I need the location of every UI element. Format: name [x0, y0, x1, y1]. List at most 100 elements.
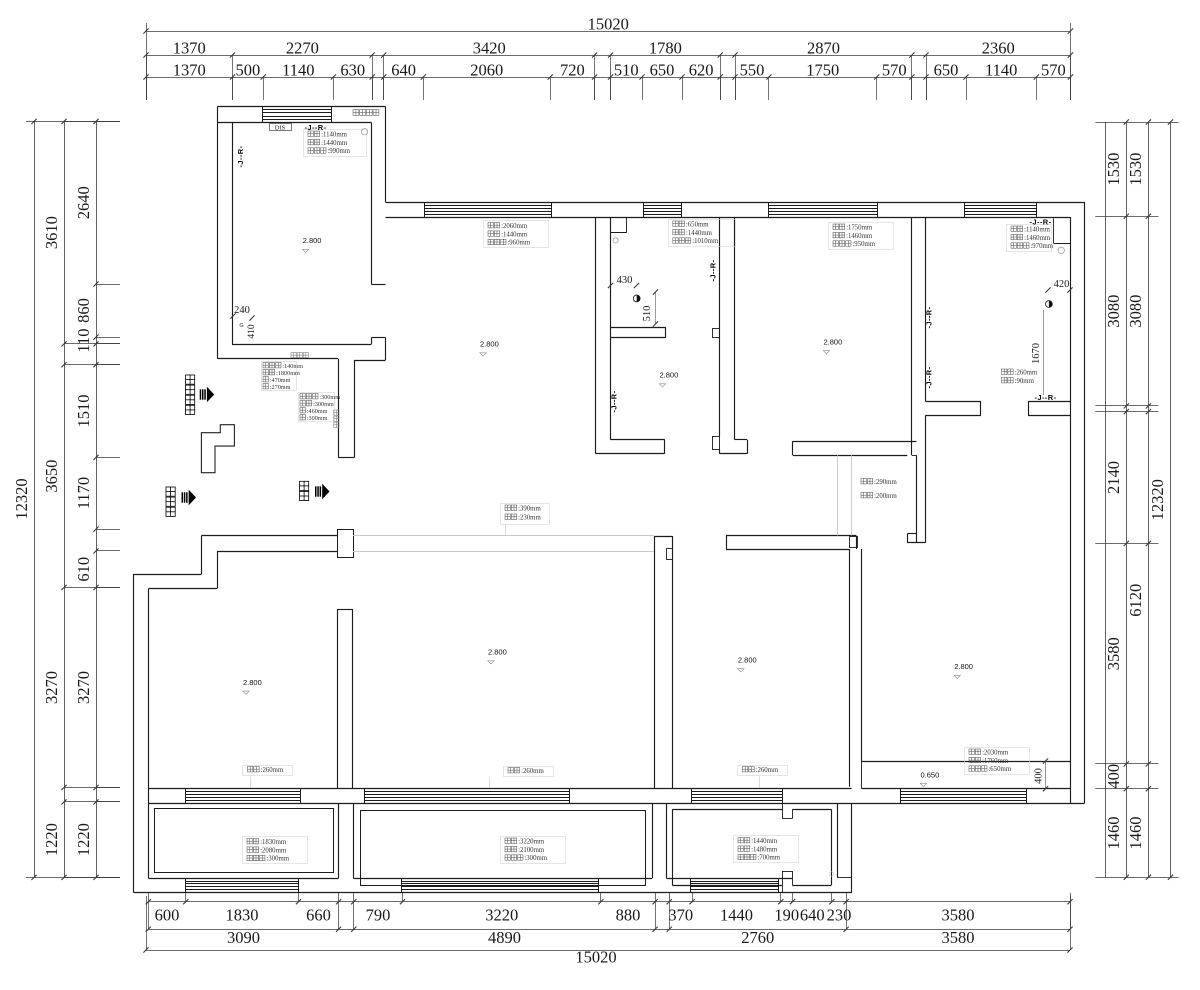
svg-text:2360: 2360	[982, 39, 1015, 58]
svg-text:3580: 3580	[942, 928, 975, 947]
svg-text::260mm: :260mm	[261, 767, 284, 774]
svg-text::650mm: :650mm	[988, 766, 1011, 773]
svg-text::960mm: :960mm	[507, 240, 530, 247]
svg-text::200mm: :200mm	[874, 493, 897, 500]
svg-text:3270: 3270	[74, 671, 93, 704]
svg-text:510: 510	[642, 306, 653, 322]
svg-text:630: 630	[340, 61, 365, 80]
svg-text:2760: 2760	[741, 928, 774, 947]
svg-text:430: 430	[617, 275, 633, 286]
svg-text::2080mm: :2080mm	[260, 847, 287, 854]
svg-text::2030mm: :2030mm	[982, 749, 1009, 756]
svg-text:2640: 2640	[74, 186, 93, 219]
svg-text::300mm: :300mm	[313, 401, 334, 408]
svg-text:370: 370	[668, 906, 693, 925]
svg-text:230: 230	[827, 906, 852, 925]
svg-text:1220: 1220	[74, 823, 93, 856]
svg-text:570: 570	[882, 61, 907, 80]
svg-text:2.800: 2.800	[480, 340, 499, 349]
svg-text:610: 610	[74, 557, 93, 582]
svg-text:510: 510	[614, 61, 639, 80]
svg-text:15020: 15020	[588, 15, 629, 34]
svg-text:-J--R-: -J--R-	[925, 366, 934, 388]
svg-text:620: 620	[689, 61, 714, 80]
svg-text:4890: 4890	[488, 928, 521, 947]
svg-text::260mm: :260mm	[1015, 369, 1038, 376]
svg-text:3080: 3080	[1126, 295, 1145, 328]
svg-text:0.650: 0.650	[921, 770, 940, 779]
svg-text:1140: 1140	[282, 61, 314, 80]
svg-text::140mm: :140mm	[282, 363, 303, 370]
svg-text:2.800: 2.800	[738, 655, 757, 664]
svg-text:860: 860	[74, 298, 93, 323]
svg-text:3270: 3270	[42, 671, 61, 704]
svg-text:1530: 1530	[1104, 153, 1123, 186]
svg-text:3090: 3090	[227, 928, 260, 947]
svg-text::700mm: :700mm	[757, 855, 780, 862]
svg-text:1460: 1460	[1126, 817, 1145, 850]
svg-text:G: G	[239, 323, 243, 329]
svg-text:410: 410	[247, 324, 257, 339]
svg-text::2060mm: :2060mm	[501, 223, 528, 230]
svg-text:6120: 6120	[1126, 584, 1145, 617]
svg-text:1670: 1670	[1031, 343, 1042, 364]
svg-text::230mm: :230mm	[518, 514, 541, 521]
svg-text:1220: 1220	[42, 823, 61, 856]
svg-text::1800mm: :1800mm	[276, 370, 300, 377]
svg-text::1440mm: :1440mm	[321, 140, 348, 147]
svg-text::90mm: :90mm	[1015, 378, 1035, 385]
svg-text:2270: 2270	[286, 39, 319, 58]
svg-text::990mm: :990mm	[327, 148, 350, 155]
svg-text:15020: 15020	[575, 948, 616, 967]
svg-text:-J--R-: -J--R-	[1030, 218, 1052, 227]
svg-text:2870: 2870	[807, 39, 840, 58]
svg-text:2140: 2140	[1104, 461, 1123, 494]
svg-text::300mm: :300mm	[307, 415, 328, 422]
svg-text::1460mm: :1460mm	[846, 233, 873, 240]
svg-text::1140mm: :1140mm	[321, 131, 348, 138]
svg-text::1750mm: :1750mm	[846, 224, 873, 231]
svg-text:1370: 1370	[173, 61, 206, 80]
svg-text:2.800: 2.800	[243, 678, 262, 687]
svg-text:650: 650	[934, 61, 959, 80]
svg-text:240: 240	[234, 305, 250, 316]
svg-text:2.800: 2.800	[660, 371, 679, 380]
svg-text::2100mm: :2100mm	[518, 847, 545, 854]
svg-text:2.800: 2.800	[488, 648, 507, 657]
svg-text:-J--R-: -J--R-	[1035, 393, 1057, 402]
svg-text:3610: 3610	[42, 216, 61, 249]
svg-text:1140: 1140	[985, 61, 1017, 80]
svg-text:-J--R-: -J--R-	[925, 306, 934, 328]
svg-text::1140mm: :1140mm	[1024, 226, 1051, 233]
svg-text:570: 570	[1041, 61, 1066, 80]
svg-text::1460mm: :1460mm	[1024, 235, 1051, 242]
svg-text:400: 400	[1104, 764, 1123, 789]
svg-text::460mm: :460mm	[307, 408, 328, 415]
svg-text:3580: 3580	[942, 906, 975, 925]
svg-text:600: 600	[155, 906, 180, 925]
svg-text::950mm: :950mm	[852, 241, 875, 248]
svg-text:-J--R-: -J--R-	[709, 259, 718, 281]
svg-text::390mm: :390mm	[518, 505, 541, 512]
svg-text::1010mm: :1010mm	[692, 238, 719, 245]
svg-text:720: 720	[560, 61, 585, 80]
svg-text:550: 550	[740, 61, 765, 80]
svg-text::260mm: :260mm	[756, 767, 779, 774]
svg-text::300mm: :300mm	[524, 855, 547, 862]
svg-text::270mm: :270mm	[270, 384, 291, 391]
svg-text:1530: 1530	[1126, 153, 1145, 186]
svg-text:790: 790	[366, 906, 391, 925]
svg-text:DIS: DIS	[275, 124, 286, 131]
svg-text::1440mm: :1440mm	[501, 231, 528, 238]
svg-text:3220: 3220	[485, 906, 518, 925]
svg-text::650mm: :650mm	[686, 221, 709, 228]
svg-text:1370: 1370	[173, 39, 206, 58]
svg-text:1170: 1170	[74, 477, 93, 509]
svg-text:3080: 3080	[1104, 295, 1123, 328]
svg-text:1750: 1750	[806, 61, 839, 80]
svg-text::1440mm: :1440mm	[751, 838, 778, 845]
svg-text::1440mm: :1440mm	[686, 230, 713, 237]
svg-text:-J--R-: -J--R-	[305, 123, 327, 132]
svg-text:1830: 1830	[226, 906, 259, 925]
svg-text:2.800: 2.800	[954, 662, 973, 671]
